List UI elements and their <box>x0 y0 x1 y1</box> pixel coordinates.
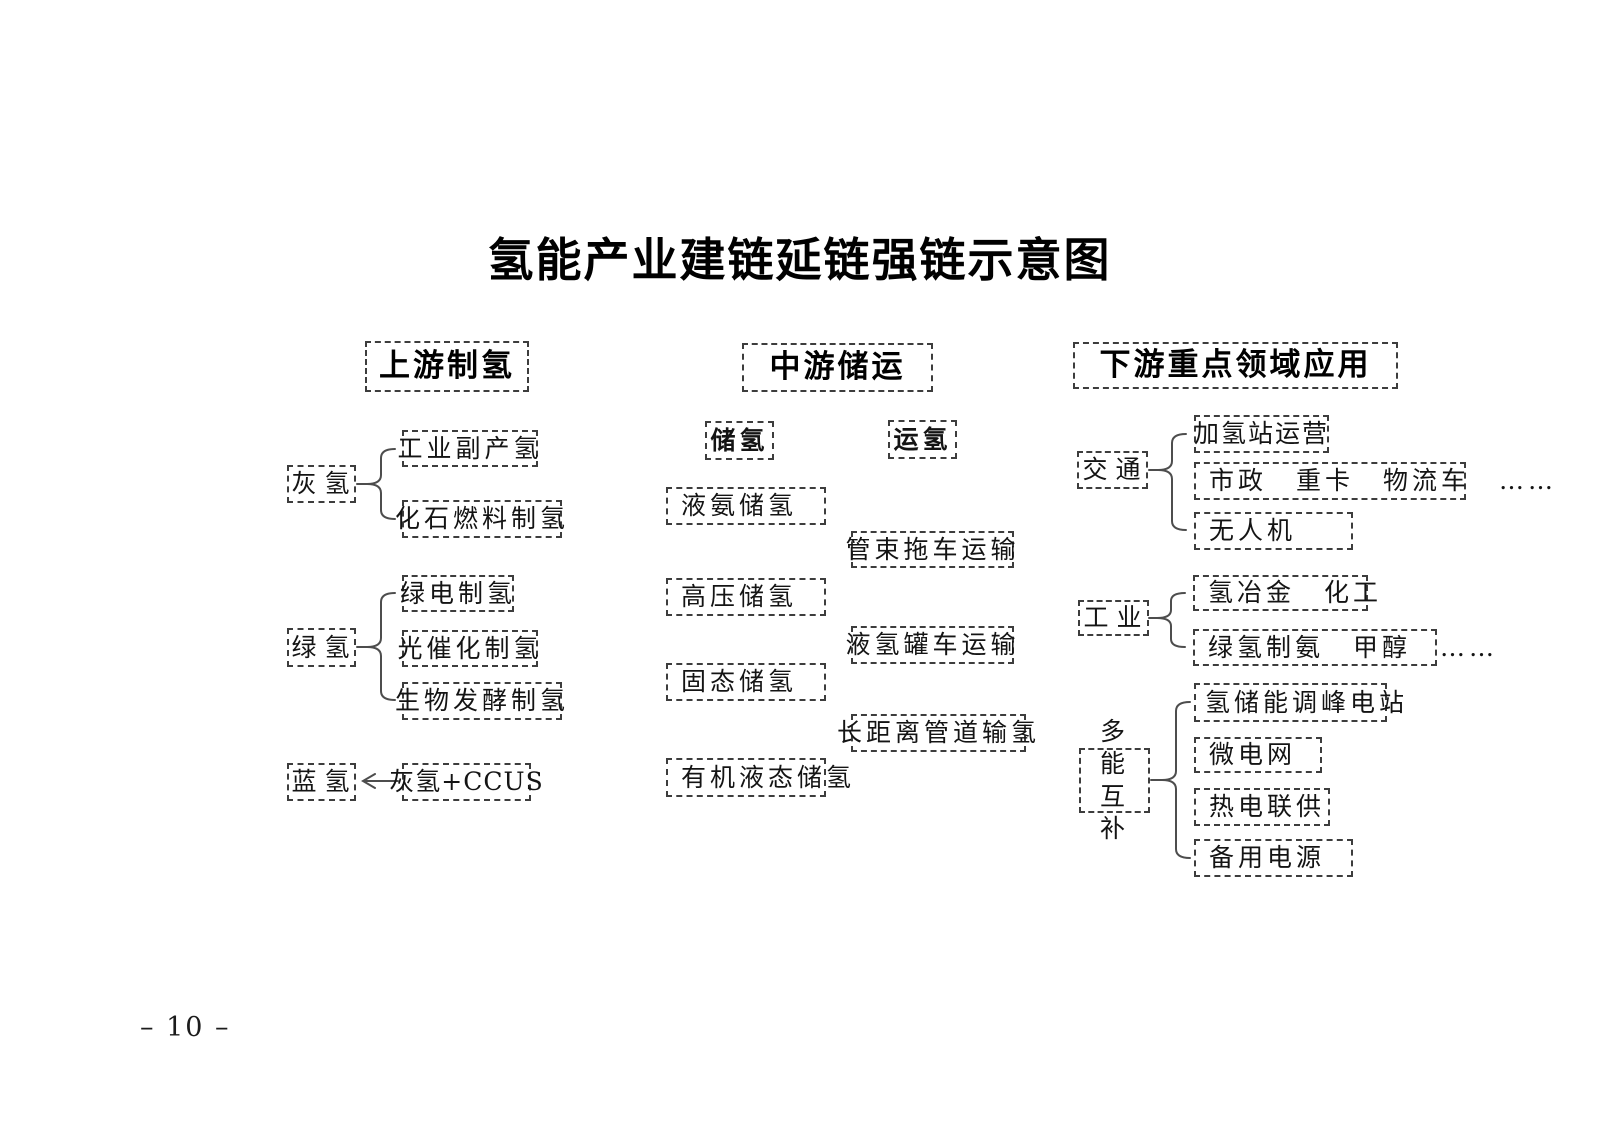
brace-green-hydrogen <box>356 592 396 701</box>
brace-gray-hydrogen <box>356 448 396 520</box>
node-gray-hydrogen: 灰氢 <box>287 465 356 503</box>
node-multi-energy-complementary: 多能互补 <box>1079 717 1150 843</box>
brace-industry <box>1148 592 1186 648</box>
node-liquid-ammonia-storage: 液氨储氢 <box>666 487 826 525</box>
node-photocatalytic-hydrogen: 光催化制氢 <box>398 630 539 667</box>
node-green-power-hydrogen: 绿电制氢 <box>400 575 514 612</box>
node-hydrogen-metallurgy-chemical: 氢冶金 化工 <box>1193 575 1378 611</box>
node-municipal-truck-logistics: 市政 重卡 物流车 …… <box>1194 462 1553 500</box>
node-hydrogen-station-operation: 加氢站运营 <box>1194 415 1329 453</box>
node-high-pressure-storage: 高压储氢 <box>666 578 826 616</box>
node-green-ammonia-methanol: 绿氢制氨 甲醇 …… <box>1193 629 1494 666</box>
header-midstream: 中游储运 <box>742 343 933 392</box>
node-industry: 工业 <box>1078 600 1149 636</box>
node-organic-liquid-storage: 有机液态储氢 <box>666 758 851 797</box>
node-traffic: 交通 <box>1077 451 1148 489</box>
node-long-distance-pipeline: 长距离管道输氢 <box>837 714 1036 752</box>
node-bio-fermentation-hydrogen: 生物发酵制氢 <box>395 682 565 720</box>
node-tube-trailer-transport: 管束拖车运输 <box>846 531 1016 568</box>
node-solid-state-storage: 固态储氢 <box>666 663 826 701</box>
node-combined-heat-power: 热电联供 <box>1194 788 1330 826</box>
brace-multi-energy <box>1150 701 1191 859</box>
diagram-title: 氢能产业建链延链强链示意图 <box>487 233 1112 287</box>
node-blue-hydrogen: 蓝氢 <box>287 763 356 801</box>
subheader-hydrogen-transport: 运氢 <box>888 420 957 459</box>
node-drone: 无人机 <box>1194 512 1353 550</box>
node-liquid-hydrogen-tanker: 液氢罐车运输 <box>846 626 1016 664</box>
node-green-hydrogen: 绿氢 <box>287 628 356 667</box>
header-upstream: 上游制氢 <box>365 341 529 392</box>
node-microgrid: 微电网 <box>1194 737 1322 773</box>
brace-traffic <box>1148 433 1187 531</box>
node-industrial-byproduct-hydrogen: 工业副产氢 <box>398 430 539 467</box>
node-fossil-fuel-hydrogen: 化石燃料制氢 <box>395 500 565 538</box>
page-number: – 10 – <box>140 1012 231 1043</box>
header-downstream: 下游重点领域应用 <box>1073 342 1398 389</box>
subheader-hydrogen-storage: 储氢 <box>705 421 774 460</box>
node-hydrogen-peak-shaving-station: 氢储能调峰电站 <box>1194 683 1404 722</box>
node-gray-hydrogen-ccus: 灰氢+CCUS <box>389 763 543 801</box>
node-backup-power: 备用电源 <box>1194 839 1353 877</box>
